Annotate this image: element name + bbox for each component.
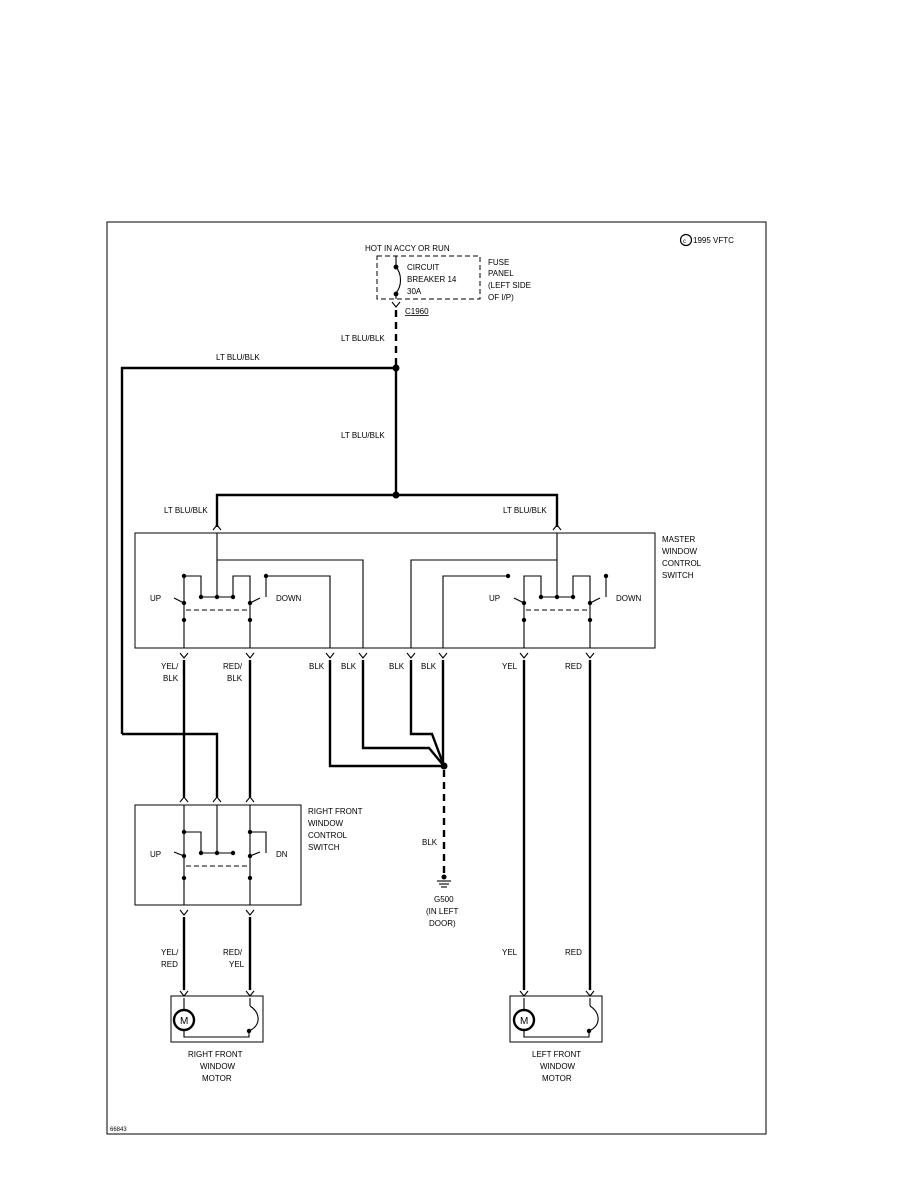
rf-switch-label-3: CONTROL xyxy=(308,831,348,840)
master-left-up-label: UP xyxy=(150,594,161,603)
rf-motor-label-2: WINDOW xyxy=(200,1062,236,1071)
master-switch-label-4: SWITCH xyxy=(662,571,694,580)
wire-label-yel-red-1: YEL/ xyxy=(161,948,179,957)
rf-motor-label-1: RIGHT FRONT xyxy=(188,1050,243,1059)
wire-label-blk-1: BLK xyxy=(309,662,325,671)
fuse-panel-label-3: (LEFT SIDE xyxy=(488,281,531,290)
connector-label: C1960 xyxy=(405,307,429,316)
wire-label-branch-rf: LT BLU/BLK xyxy=(216,353,260,362)
fuse-panel-label-4: OF I/P) xyxy=(488,293,514,302)
master-window-control-switch: MASTER WINDOW CONTROL SWITCH UP DOWN xyxy=(134,524,702,649)
rf-switch-dn-label: DN xyxy=(276,850,288,859)
wire-label-red-blk-2: BLK xyxy=(227,674,243,683)
wire-label-red-upper: RED xyxy=(565,662,582,671)
copyright-mark: c 1995 VFTC xyxy=(679,233,734,247)
copyright-icon xyxy=(679,233,693,247)
wire-label-blk-ground: BLK xyxy=(422,838,438,847)
ground-id: G500 xyxy=(434,895,454,904)
wire-label-blk-4: BLK xyxy=(421,662,437,671)
circuit-breaker-symbol xyxy=(395,266,402,294)
wire-label-blk-2: BLK xyxy=(341,662,357,671)
wire-label-master-right: LT BLU/BLK xyxy=(503,506,547,515)
left-front-window-motor: M LEFT FRONT WINDOW MOTOR xyxy=(509,990,603,1083)
lf-motor-box xyxy=(509,995,603,1043)
master-left-down-label: DOWN xyxy=(276,594,302,603)
wire-label-feed-upper: LT BLU/BLK xyxy=(341,334,385,343)
fuse-panel-label-2: PANEL xyxy=(488,269,514,278)
wire-label-yel-red-2: RED xyxy=(161,960,178,969)
ground-splice xyxy=(440,762,448,770)
rf-switch-label-2: WINDOW xyxy=(308,819,344,828)
connector-c1960 xyxy=(391,301,401,308)
copyright-text: 1995 VFTC xyxy=(693,236,734,245)
breaker-label-2: BREAKER 14 xyxy=(407,275,457,284)
diagram-frame xyxy=(106,221,767,1135)
wire-label-red-yel-2: YEL xyxy=(229,960,245,969)
master-switch-label-2: WINDOW xyxy=(662,547,698,556)
rf-switch-up-label: UP xyxy=(150,850,161,859)
wire-label-yel-lower: YEL xyxy=(502,948,518,957)
master-switch-label-3: CONTROL xyxy=(662,559,702,568)
wire-label-feed-lower: LT BLU/BLK xyxy=(341,431,385,440)
wire-label-yel-upper: YEL xyxy=(502,662,518,671)
ground-g500: G500 (IN LEFT DOOR) xyxy=(426,874,459,928)
right-front-window-motor: M RIGHT FRONT WINDOW MOTOR xyxy=(170,990,264,1083)
ground-label-2: DOOR) xyxy=(429,919,456,928)
lf-motor-label-2: WINDOW xyxy=(540,1062,576,1071)
lf-motor-label-3: MOTOR xyxy=(542,1074,572,1083)
wire-label-red-yel-1: RED/ xyxy=(223,948,243,957)
fuse-panel-label-1: FUSE xyxy=(488,258,509,267)
master-switch-box xyxy=(134,532,656,649)
fuse-panel-box xyxy=(376,255,481,300)
right-front-window-control-switch: RIGHT FRONT WINDOW CONTROL SWITCH UP DN xyxy=(134,796,363,916)
rf-switch-label-1: RIGHT FRONT xyxy=(308,807,363,816)
master-switch-connectors xyxy=(179,652,595,659)
master-right-down-label: DOWN xyxy=(616,594,642,603)
lf-motor-symbol: M xyxy=(520,1016,528,1027)
master-right-up-label: UP xyxy=(489,594,500,603)
rf-motor-label-3: MOTOR xyxy=(202,1074,232,1083)
wire-label-blk-3: BLK xyxy=(389,662,405,671)
wire-label-master-left: LT BLU/BLK xyxy=(164,506,208,515)
breaker-label-3: 30A xyxy=(407,287,422,296)
rf-switch-box xyxy=(134,804,302,906)
rf-switch-label-4: SWITCH xyxy=(308,843,340,852)
master-switch-label-1: MASTER xyxy=(662,535,696,544)
rf-motor-symbol: M xyxy=(180,1016,188,1027)
figure-id: 66843 xyxy=(110,1127,127,1133)
ground-label-1: (IN LEFT xyxy=(426,907,459,916)
lf-motor-label-1: LEFT FRONT xyxy=(532,1050,581,1059)
wire-label-yel-blk-1: YEL/ xyxy=(161,662,179,671)
wire-label-red-blk-1: RED/ xyxy=(223,662,243,671)
power-note: HOT IN ACCY OR RUN xyxy=(365,244,450,253)
rf-motor-box xyxy=(170,995,264,1043)
wire-label-red-lower: RED xyxy=(565,948,582,957)
svg-text:c: c xyxy=(683,239,686,245)
breaker-label-1: CIRCUIT xyxy=(407,263,440,272)
wire-label-yel-blk-2: BLK xyxy=(163,674,179,683)
